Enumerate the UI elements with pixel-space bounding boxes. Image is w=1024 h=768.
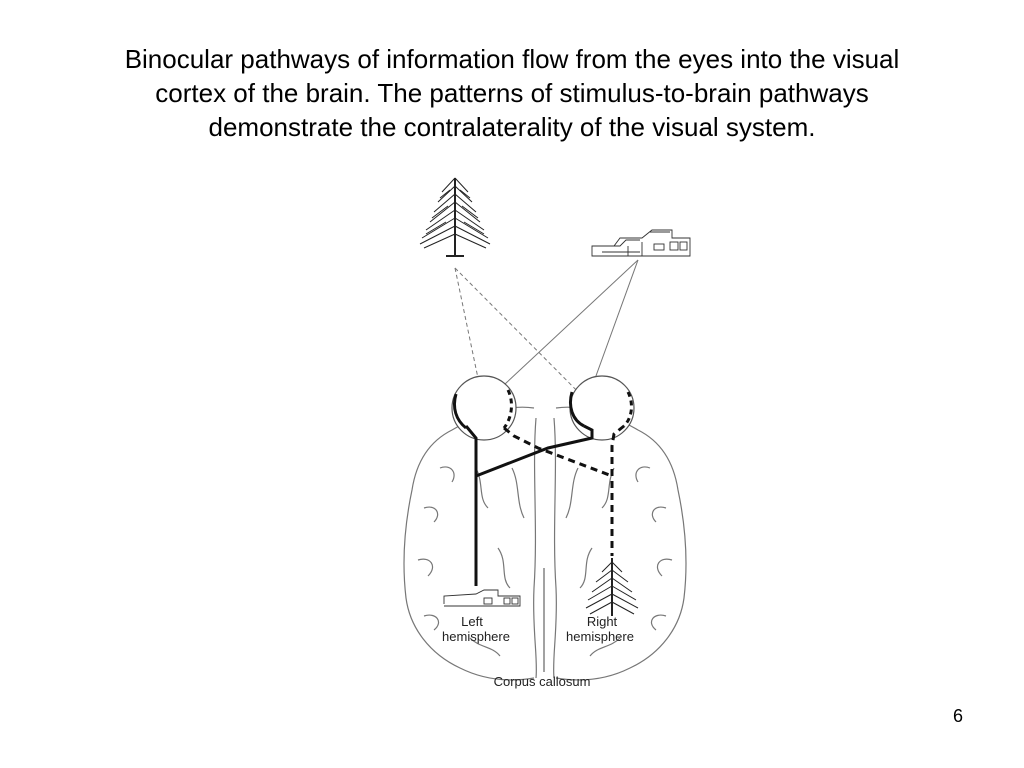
right-hemisphere-label-1: Right: [587, 614, 618, 629]
left-hemisphere-house-icon: [443, 589, 521, 607]
title-line-1: Binocular pathways of information flow f…: [124, 44, 900, 74]
retinas: [452, 389, 633, 430]
title-line-3: demonstrate the contralaterality of the …: [208, 112, 816, 142]
eyes: [451, 375, 635, 441]
right-eye: [569, 375, 635, 441]
left-hemisphere-label-1: Left: [461, 614, 483, 629]
solid-pathway-house: [464, 424, 594, 586]
title-line-2: cortex of the brain. The patterns of sti…: [155, 78, 869, 108]
slide-title: Binocular pathways of information flow f…: [60, 42, 964, 144]
dashed-pathway-tree: [503, 424, 625, 556]
house-stimulus-icon: [591, 229, 691, 257]
left-hemisphere-label-2: hemisphere: [442, 629, 510, 644]
left-eye: [451, 375, 517, 441]
right-hemisphere-tree-icon: [585, 558, 639, 616]
tree-stimulus-icon: [419, 177, 491, 257]
visual-pathway-diagram: Left hemisphere Right hemisphere Corpus …: [380, 168, 710, 700]
corpus-callosum-label: Corpus callosum: [494, 674, 591, 689]
page-number: 6: [952, 706, 963, 726]
right-hemisphere-label-2: hemisphere: [566, 629, 634, 644]
